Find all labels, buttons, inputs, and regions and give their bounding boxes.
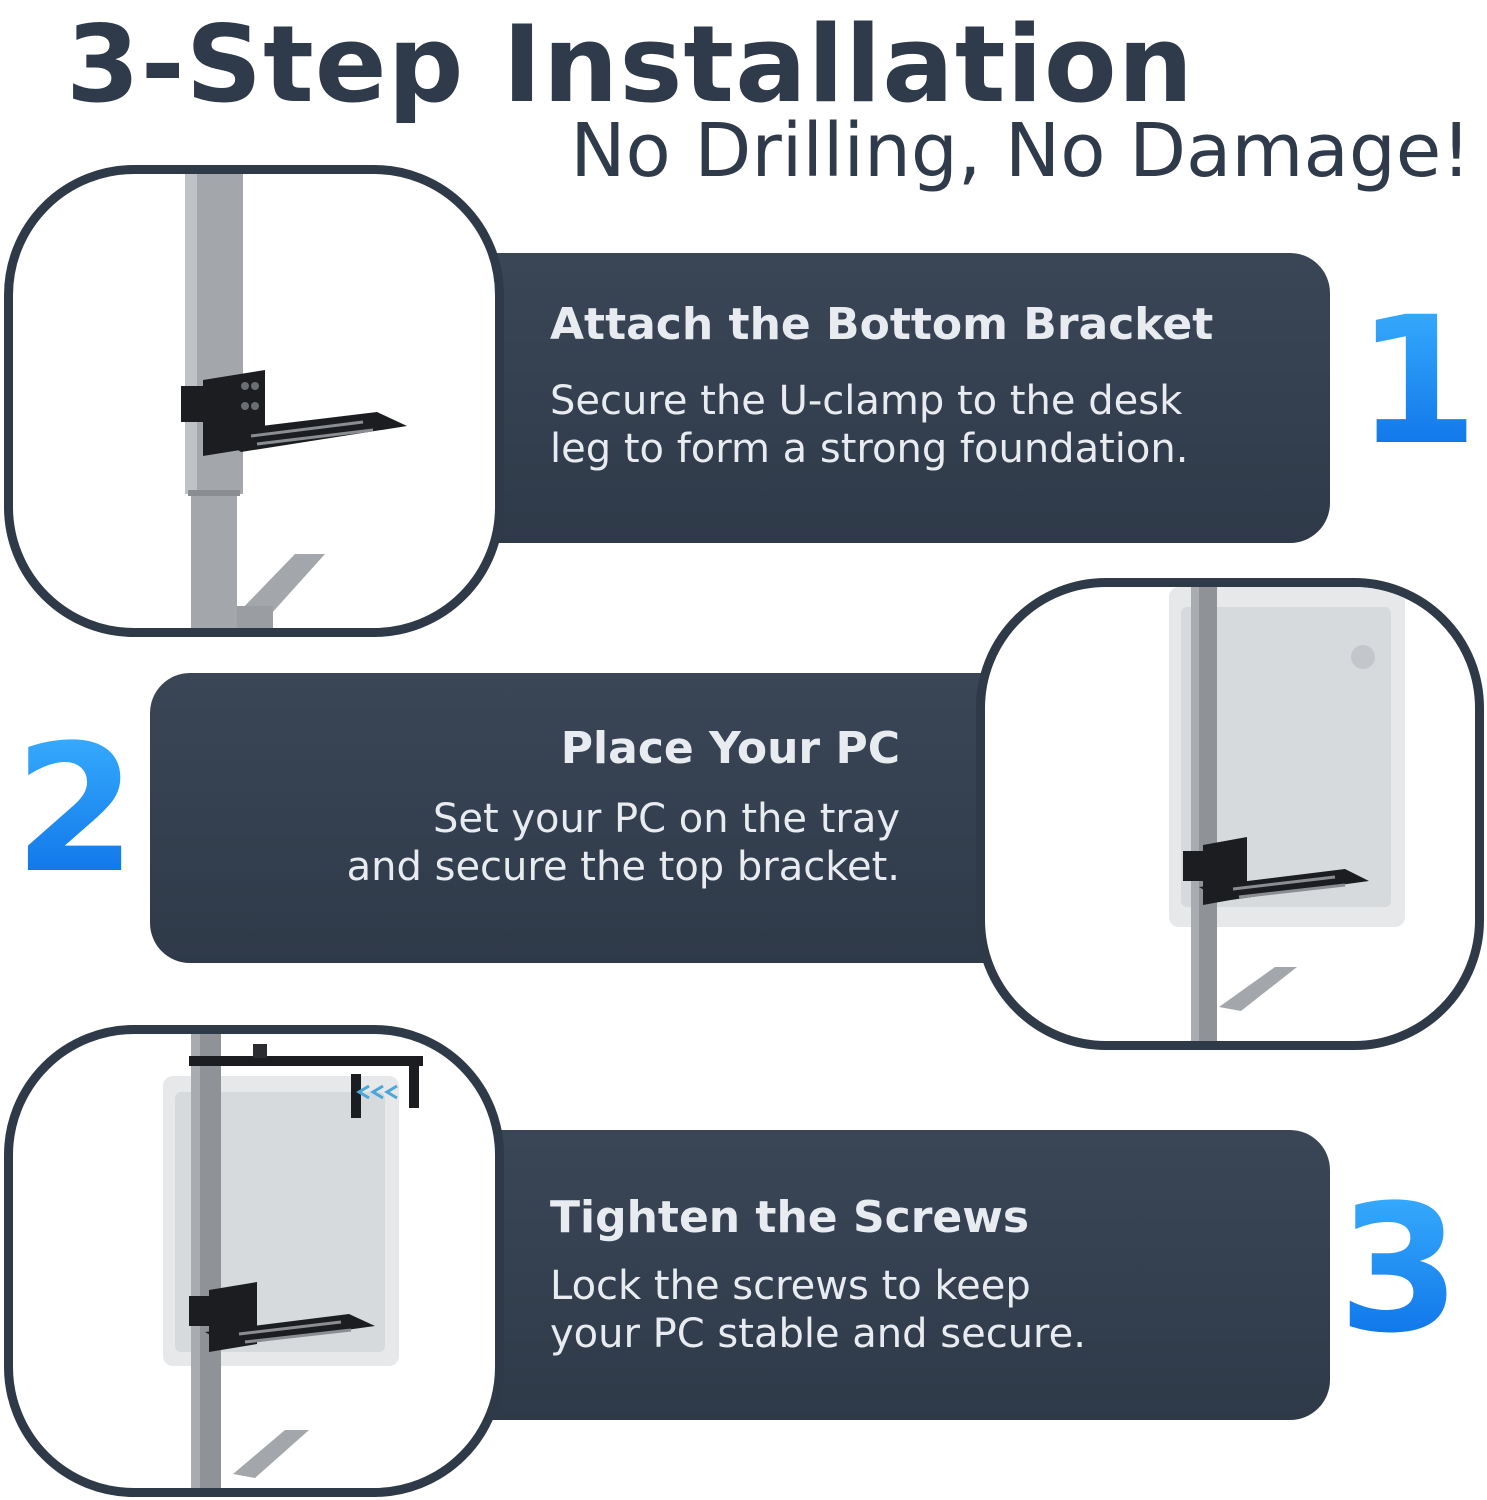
- step-1-number: 1: [1356, 279, 1479, 484]
- step-3-description: Lock the screws to keep your PC stable a…: [550, 1262, 1086, 1358]
- step-3-line-2: your PC stable and secure.: [550, 1311, 1086, 1357]
- page-title: 3-Step Installation: [66, 3, 1195, 126]
- step-2-panel: Place Your PC Set your PC on the tray an…: [150, 673, 1030, 963]
- step-1-panel: Attach the Bottom Bracket Secure the U-c…: [440, 253, 1330, 543]
- step-1-title: Attach the Bottom Bracket: [550, 299, 1214, 350]
- page-subtitle: No Drilling, No Damage!: [570, 108, 1471, 194]
- step-2-line-2: and secure the top bracket.: [346, 844, 900, 890]
- step-1-description: Secure the U-clamp to the desk leg to fo…: [550, 377, 1188, 473]
- step-3-line-1: Lock the screws to keep: [550, 1263, 1031, 1309]
- step-2-title: Place Your PC: [560, 723, 900, 774]
- step-2-description: Set your PC on the tray and secure the t…: [347, 795, 900, 891]
- pc-on-tray-illustration: [1169, 587, 1405, 1041]
- step-3-panel: Tighten the Screws Lock the screws to ke…: [440, 1130, 1330, 1420]
- screws-tightened-illustration: [163, 1034, 423, 1488]
- step-2-illustration: [976, 578, 1484, 1050]
- step-3-illustration: [4, 1025, 504, 1497]
- step-1-illustration: [4, 165, 504, 637]
- step-3-number: 3: [1338, 1167, 1461, 1372]
- step-3-title: Tighten the Screws: [550, 1192, 1030, 1243]
- step-2-number: 2: [14, 707, 137, 912]
- step-1-line-1: Secure the U-clamp to the desk: [550, 378, 1183, 424]
- step-2-line-1: Set your PC on the tray: [432, 796, 900, 842]
- step-1-line-2: leg to form a strong foundation.: [550, 426, 1189, 472]
- desk-leg-bracket-illustration: [181, 174, 407, 628]
